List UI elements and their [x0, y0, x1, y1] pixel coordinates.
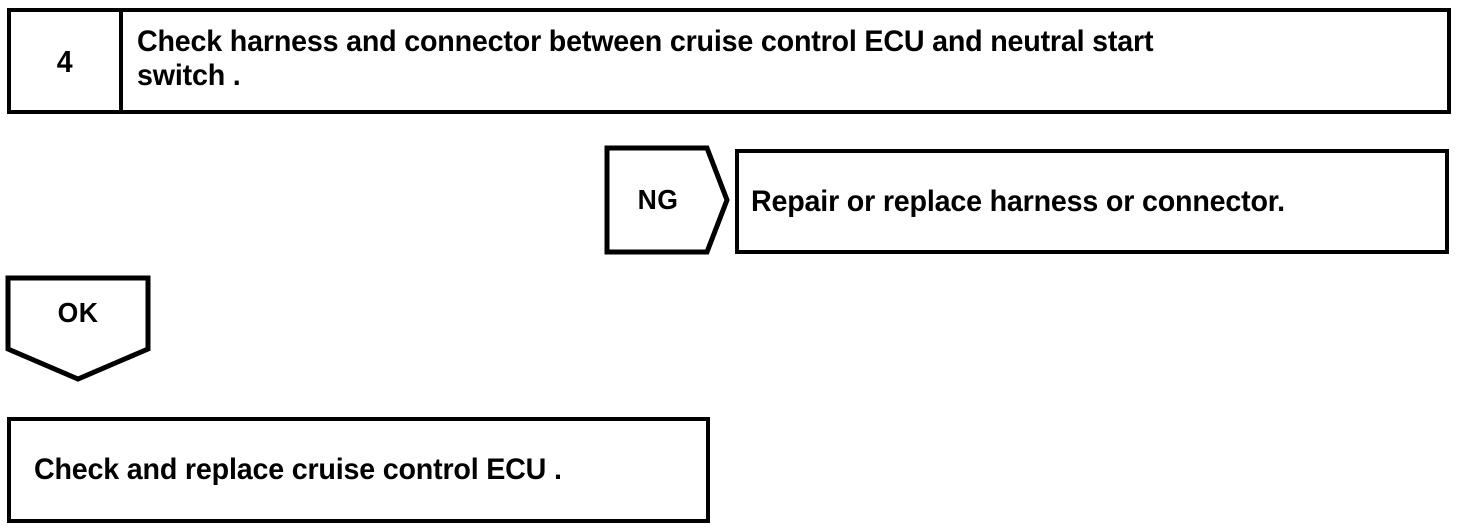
step-number: 4	[57, 43, 73, 79]
ng-result-box: Repair or replace harness or connector.	[735, 149, 1449, 254]
step-instruction-cell: Check harness and connector between crui…	[123, 12, 1447, 110]
ok-result-inner: Check and replace cruise control ECU .	[11, 421, 706, 519]
ng-branch-label: NG	[637, 184, 679, 215]
ok-branch-label: OK	[57, 297, 99, 328]
ok-branch-connector: OK	[5, 275, 151, 383]
step-instruction-text: Check harness and connector between crui…	[137, 25, 1154, 92]
ng-result-inner: Repair or replace harness or connector.	[739, 153, 1445, 250]
ok-arrow-icon	[5, 275, 151, 382]
ok-result-box: Check and replace cruise control ECU .	[7, 417, 710, 523]
ng-result-text: Repair or replace harness or connector.	[751, 184, 1285, 218]
ok-result-text: Check and replace cruise control ECU .	[34, 453, 562, 487]
ng-arrow-icon	[604, 145, 730, 255]
step-box: 4 Check harness and connector between cr…	[7, 8, 1451, 114]
ng-branch-connector: NG	[604, 145, 730, 255]
step-number-cell: 4	[11, 12, 123, 110]
